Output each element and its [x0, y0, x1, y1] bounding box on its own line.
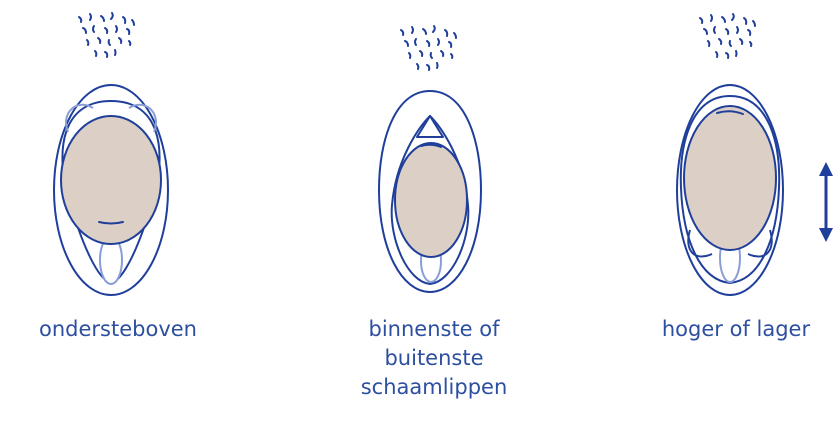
pubic-hair-icon	[401, 26, 456, 70]
caption-line: binnenste of	[316, 315, 552, 344]
pubic-hair-icon	[700, 14, 755, 58]
pubic-hair-icon	[79, 13, 134, 57]
vulva-illustration-higher-lower	[677, 14, 783, 295]
caption-inner-outer-labia: binnenste of buitenste schaamlippen	[316, 315, 552, 402]
caption-upside-down: ondersteboven	[0, 315, 236, 344]
vulva-illustration-upside-down	[54, 13, 168, 295]
caption-line: ondersteboven	[0, 315, 236, 344]
caption-line: buitenste	[316, 344, 552, 373]
caption-line: hoger of lager	[641, 315, 831, 344]
caption-line: schaamlippen	[316, 373, 552, 402]
up-down-arrow-icon	[819, 162, 833, 242]
vulva-illustration-inner-outer-labia	[379, 26, 481, 292]
caption-higher-lower: hoger of lager	[641, 315, 831, 344]
